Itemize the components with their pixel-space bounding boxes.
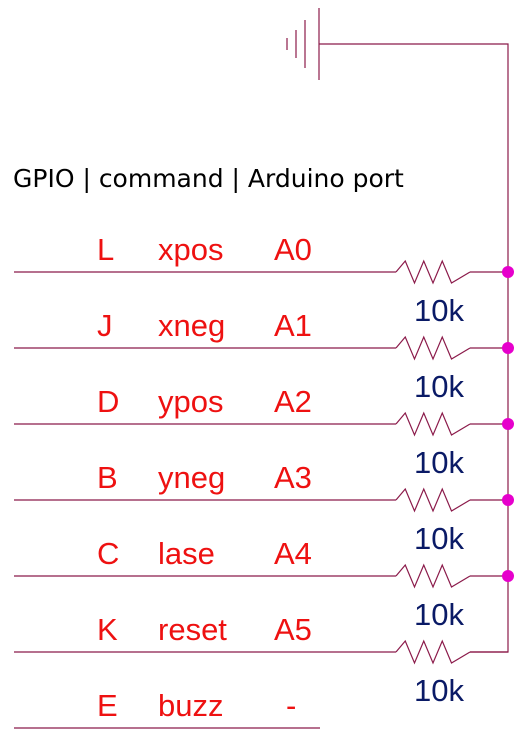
command-label: xneg [158, 308, 226, 343]
arduino-port-label: A4 [274, 536, 312, 571]
resistor-value-label: 10k [414, 445, 464, 480]
command-label: buzz [158, 688, 224, 723]
junction-dot-icon [502, 570, 514, 582]
resistor-value-label: 10k [414, 597, 464, 632]
arduino-port-label: A5 [274, 612, 312, 647]
net-row [14, 411, 514, 437]
junction-dot-icon [502, 266, 514, 278]
junction-dot-icon [502, 342, 514, 354]
net-row [14, 563, 514, 589]
resistor-icon [395, 259, 471, 285]
arduino-port-label: A3 [274, 460, 312, 495]
arduino-port-label: A0 [274, 232, 312, 267]
net-row [14, 259, 514, 285]
table-header: GPIO | command | Arduino port [13, 164, 404, 193]
arduino-port-label: A1 [274, 308, 312, 343]
gpio-label: B [97, 460, 118, 495]
resistor-icon [395, 411, 471, 437]
gpio-label: C [97, 536, 120, 571]
resistor-value-label: 10k [414, 293, 464, 328]
gpio-label: L [97, 232, 115, 267]
arduino-port-label: A2 [274, 384, 312, 419]
ground-symbol [286, 8, 320, 80]
command-label: reset [158, 612, 227, 647]
resistor-icon [395, 639, 471, 665]
resistor-value-label: 10k [414, 521, 464, 556]
command-label: ypos [158, 384, 224, 419]
junction-dot-icon [502, 494, 514, 506]
gpio-label: E [97, 688, 118, 723]
gpio-label: J [97, 308, 113, 343]
resistor-icon [395, 487, 471, 513]
gpio-label: K [97, 612, 118, 647]
gpio-label: D [97, 384, 120, 419]
arduino-port-label: - [286, 688, 297, 723]
resistor-icon [395, 335, 471, 361]
resistor-value-label: 10k [414, 673, 464, 708]
net-row [14, 335, 514, 361]
resistor-icon [395, 563, 471, 589]
command-label: xpos [158, 232, 224, 267]
net-row [14, 639, 508, 665]
junction-dot-icon [502, 418, 514, 430]
net-row [14, 487, 514, 513]
resistor-value-label: 10k [414, 369, 464, 404]
command-label: yneg [158, 460, 226, 495]
command-label: lase [158, 536, 215, 571]
